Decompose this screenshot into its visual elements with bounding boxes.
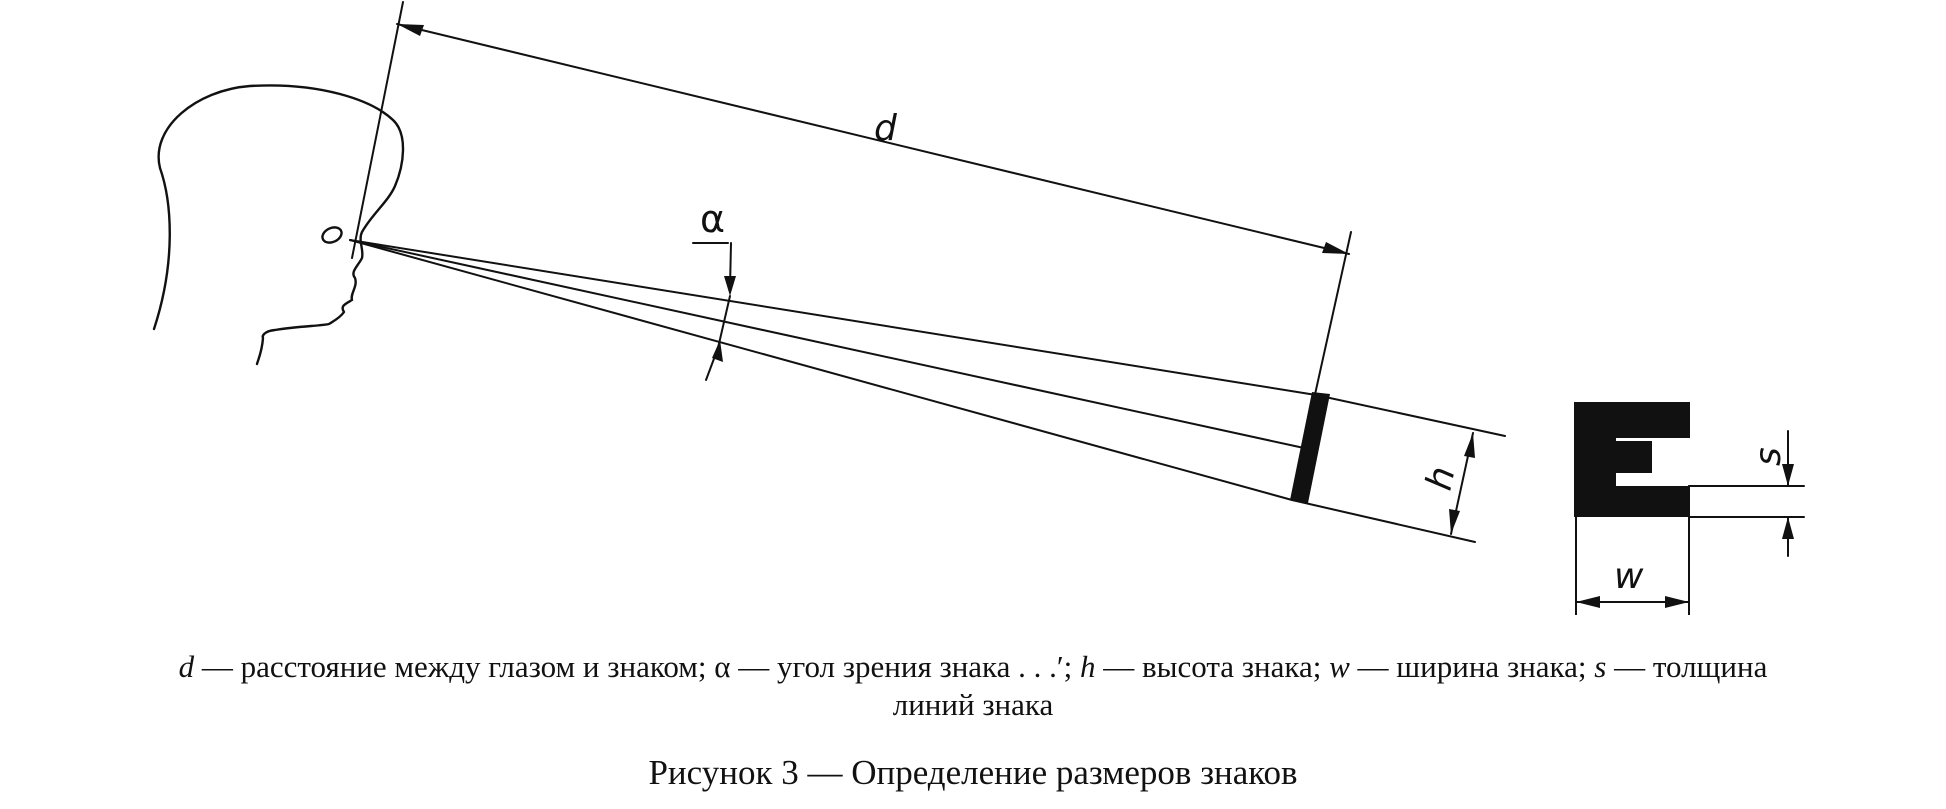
h-arrowhead-bottom [1449, 509, 1460, 534]
sight-line-bottom [349, 239, 1293, 501]
d-arrowhead-left [397, 24, 424, 36]
legend-line-2: линий знака [892, 687, 1054, 722]
d-dimension-line [396, 23, 1350, 255]
alpha-label: α [700, 197, 725, 241]
legend-w-text: — ширина знака; [1349, 649, 1595, 684]
legend-s-symbol: s [1594, 649, 1607, 684]
alpha-arc [717, 295, 731, 349]
s-arrowhead-upper [1782, 464, 1794, 486]
legend-s-text: — толщина [1606, 649, 1768, 684]
sample-sign-e [1574, 402, 1690, 517]
alpha-arrowhead-upper [724, 276, 736, 296]
figure-legend: d — расстояние между глазом и знаком; α … [0, 648, 1946, 724]
d-arrowhead-right [1322, 242, 1349, 254]
d-label: d [874, 108, 898, 149]
w-arrowhead-left [1576, 596, 1600, 608]
h-arrowhead-top [1464, 433, 1475, 458]
w-label: w [1614, 556, 1644, 597]
d-extension-line-eye [351, 1, 404, 259]
legend-h-text: — высота знака; [1095, 649, 1330, 684]
head-profile [152, 84, 405, 366]
s-label: s [1748, 447, 1789, 466]
legend-alpha-text: — угол зрения знака . . .′; [730, 649, 1081, 684]
s-arrowhead-lower [1782, 517, 1794, 539]
legend-w-symbol: w [1329, 649, 1350, 684]
d-extension-line-sign [1311, 231, 1352, 409]
sight-line-middle [349, 239, 1305, 449]
legend-h-symbol: h [1080, 649, 1096, 684]
h-extension-line-bottom [1291, 499, 1476, 543]
legend-alpha-symbol: α [714, 649, 731, 684]
h-label: h [1419, 463, 1464, 494]
h-extension-line-top [1315, 394, 1506, 437]
eye-icon [321, 226, 343, 244]
sign-bar [1290, 392, 1330, 503]
legend-line-1: d — расстояние между глазом и знаком; α … [0, 648, 1946, 686]
sight-line-top [349, 239, 1317, 396]
sign-size-diagram: d h α w s [152, 1, 1805, 615]
legend-d-text: — расстояние между глазом и знаком; [194, 649, 715, 684]
w-arrowhead-right [1665, 596, 1689, 608]
alpha-arrowhead-lower [712, 340, 723, 362]
figure-caption: Рисунок 3 — Определение размеров знаков [648, 753, 1298, 792]
legend-d-symbol: d [178, 649, 195, 684]
